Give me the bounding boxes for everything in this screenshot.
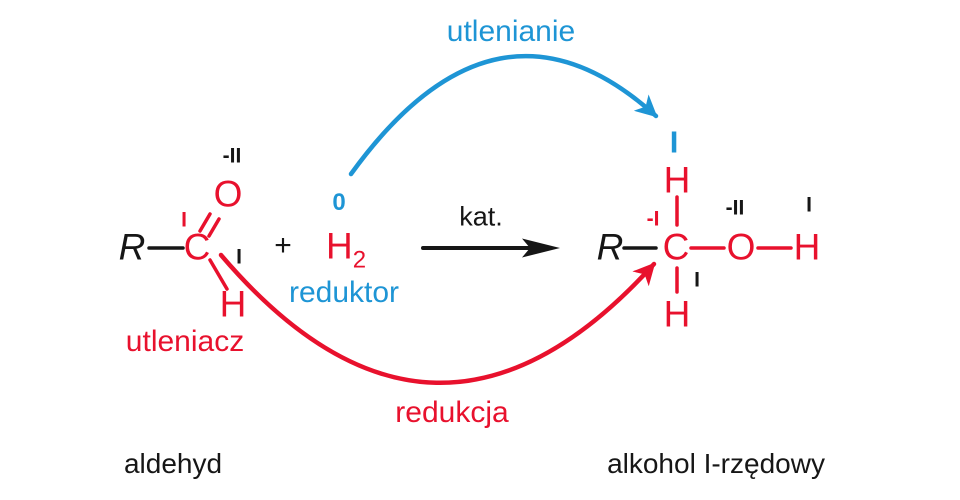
oxidation-label: utlenianie xyxy=(446,15,576,48)
alcohol-ox-state-hydrogen-top: I xyxy=(669,124,679,160)
alcohol-carbon-atom: C xyxy=(662,226,690,268)
alcohol-hydroxyl-hydrogen-atom: H xyxy=(793,226,821,268)
hydrogen-subscript: 2 xyxy=(352,246,367,274)
alcohol-hydrogen-bottom-atom: H xyxy=(663,293,691,335)
reaction-arrowhead-icon xyxy=(522,238,560,258)
aldehyde-double-bond-c-o-line1 xyxy=(198,212,212,233)
hydrogen-symbol: H xyxy=(325,225,353,267)
reduction-label: redukcja xyxy=(395,396,509,429)
catalyst-label: kat. xyxy=(459,201,503,232)
aldehyde-r-group: R xyxy=(118,226,146,268)
alcohol-r-group: R xyxy=(596,226,624,268)
aldehyde-bond-c-h xyxy=(208,258,229,291)
aldehyde-oxygen-atom: O xyxy=(213,173,243,215)
aldehyde-carbon-atom: C xyxy=(183,226,211,268)
oxidation-curved-arrow xyxy=(348,53,659,177)
hydrogen-molecule-formula: H2 xyxy=(326,228,366,273)
plus-sign: + xyxy=(274,229,292,262)
alcohol-ox-state-hydroxyl-hydrogen: I xyxy=(806,193,812,217)
alcohol-ox-state-carbon: -I xyxy=(646,207,660,231)
alcohol-oxygen-atom: O xyxy=(726,226,756,268)
alcohol-hydrogen-top-atom: H xyxy=(663,159,691,201)
aldehyde-ox-state-carbon: I xyxy=(181,208,187,232)
aldehyde-double-bond-c-o-line2 xyxy=(207,217,221,238)
aldehyde-ox-state-oxygen: -II xyxy=(222,144,242,168)
aldehyde-ox-state-hydrogen: I xyxy=(236,245,242,269)
alcohol-name-label: alkohol I-rzędowy xyxy=(607,448,825,479)
alcohol-ox-state-hydrogen-bottom: I xyxy=(694,268,700,292)
aldehyde-name-label: aldehyd xyxy=(123,448,223,479)
reduction-curved-arrow xyxy=(218,252,657,385)
alcohol-ox-state-oxygen: -II xyxy=(725,196,745,220)
hydrogen-ox-state: 0 xyxy=(332,189,346,216)
oxidizer-role-label: utleniacz xyxy=(125,325,245,358)
aldehyde-hydrogen-atom: H xyxy=(219,283,247,325)
reducer-role-label: reduktor xyxy=(288,276,400,309)
